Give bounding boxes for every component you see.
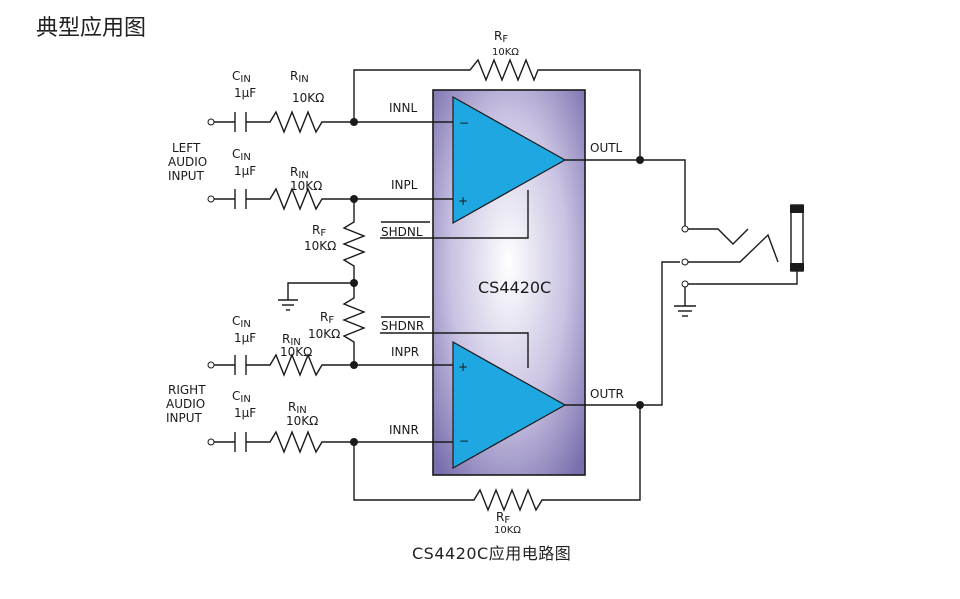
jack-terminal-tip (681, 225, 689, 233)
chip-name: CS4420C (478, 278, 551, 297)
rin-2-value: 10KΩ (290, 179, 322, 193)
pin-innl: INNL (389, 101, 417, 115)
jack-terminal-ring (681, 258, 689, 266)
cin-3-value: 1μF (234, 331, 256, 345)
pin-shdnl: SHDNL (381, 225, 423, 239)
rin-3-value: 10KΩ (280, 345, 312, 359)
page-title: 典型应用图 (36, 16, 147, 41)
outr-wire (565, 261, 680, 406)
rin-3 (246, 353, 453, 377)
rin-3-label: RIN (282, 332, 301, 348)
rf-div-upper-label: RF (312, 223, 326, 239)
left-amplifier (452, 95, 567, 225)
rin-4 (246, 430, 453, 454)
cin-4-label: CIN (232, 389, 251, 405)
right-amp-plus: + (458, 360, 468, 374)
pin-shdnr: SHDNR (381, 319, 424, 333)
cin-4-value: 1μF (234, 406, 256, 420)
rf-top-wire (353, 58, 641, 160)
left-input-label-3: INPUT (168, 169, 205, 183)
shdnl-wire (380, 190, 529, 239)
pin-innr: INNR (389, 423, 419, 437)
cin-1-value: 1μF (234, 86, 256, 100)
rf-div-lower-label: RF (320, 310, 334, 326)
rin-2-label: RIN (290, 165, 309, 181)
diagram-caption: CS4420C应用电路图 (412, 544, 572, 563)
jack-plug-body (790, 204, 804, 272)
rf-top-label: RF (494, 29, 508, 45)
jack-plug-cap-bottom (790, 263, 804, 271)
pin-outr: OUTR (590, 387, 624, 401)
right-amplifier (452, 340, 567, 470)
rin-1 (246, 110, 453, 134)
rf-top-value: 10KΩ (492, 47, 519, 58)
jack-terminal-sleeve (681, 280, 689, 288)
rin-4-value: 10KΩ (286, 414, 318, 428)
outl-node (636, 156, 644, 164)
rin-1-label: RIN (290, 69, 309, 85)
left-input-terminal-1 (207, 118, 215, 126)
right-amp-minus: − (459, 434, 469, 448)
right-input-terminal-2 (207, 438, 215, 446)
right-input-label-2: AUDIO (166, 397, 205, 411)
left-input-terminal-2 (207, 195, 215, 203)
pin-inpl: INPL (391, 178, 418, 192)
jack-ring-spring (688, 233, 779, 263)
pin-outl: OUTL (590, 141, 623, 155)
cin-2-value: 1μF (234, 164, 256, 178)
outr-node (636, 401, 644, 409)
rf-bottom-wire (353, 405, 641, 512)
right-input-label-3: INPUT (166, 411, 203, 425)
rf-divider-upper (342, 199, 366, 283)
shdnr-wire (380, 332, 529, 368)
rf-bottom-label: RF (496, 510, 510, 526)
cin-2-label: CIN (232, 147, 251, 163)
inpr-node (350, 361, 358, 369)
right-input-label-1: RIGHT (168, 383, 206, 397)
rf-div-lower-value: 10KΩ (308, 327, 340, 341)
rf-bottom-value: 10KΩ (494, 525, 521, 536)
pin-inpr: INPR (391, 345, 419, 359)
left-amp-minus: − (459, 116, 469, 130)
innl-node (350, 118, 358, 126)
left-amp-plus: + (458, 194, 468, 208)
rin-4-label: RIN (288, 400, 307, 416)
ground-wire (287, 282, 354, 300)
left-input-label-1: LEFT (172, 141, 201, 155)
rf-divider-lower (342, 283, 366, 365)
rf-div-upper-value: 10KΩ (304, 239, 336, 253)
cin-1-label: CIN (232, 69, 251, 85)
jack-sleeve-wire (688, 268, 798, 285)
rin-2 (246, 187, 453, 211)
outl-wire (565, 159, 686, 226)
right-input-terminal-1 (207, 361, 215, 369)
jack-plug-cap-top (790, 205, 804, 213)
cin-3-label: CIN (232, 314, 251, 330)
rin-1-value: 10KΩ (292, 91, 324, 105)
jack-tip-spring (688, 228, 749, 245)
left-input-label-2: AUDIO (168, 155, 207, 169)
